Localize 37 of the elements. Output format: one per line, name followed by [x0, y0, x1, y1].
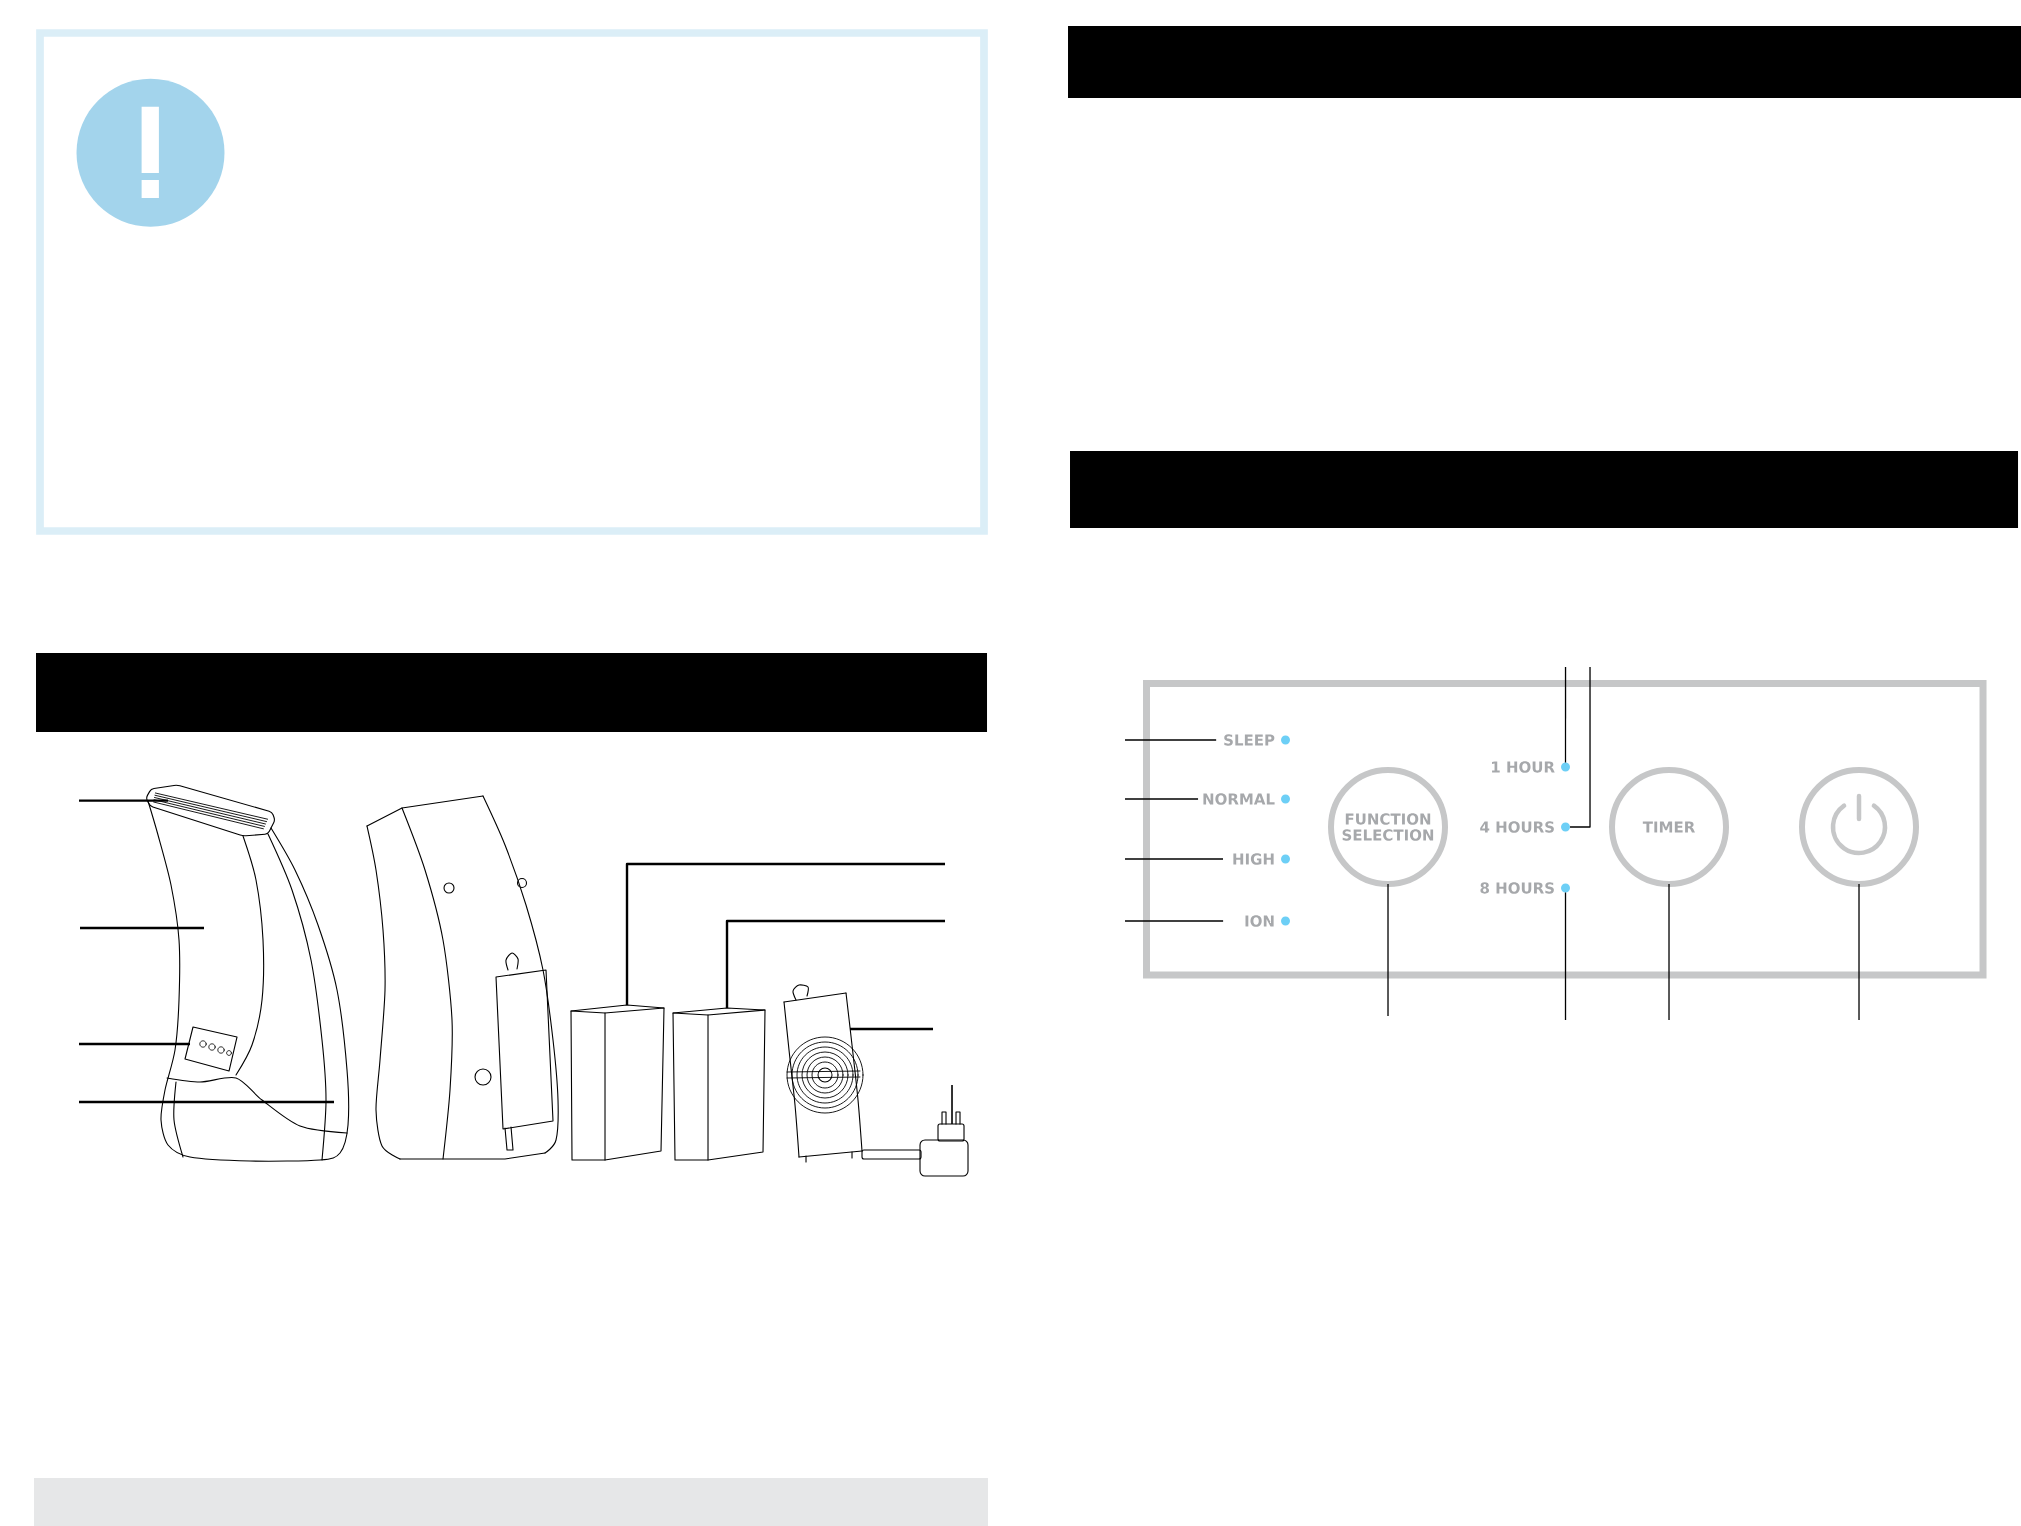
heading-bar — [1070, 451, 2018, 528]
function-button: FUNCTION SELECTION — [1328, 767, 1448, 887]
indicator-label: SLEEP — [1224, 734, 1275, 746]
timer-button: TIMER — [1609, 767, 1729, 887]
power-adapter-drawing — [861, 1111, 969, 1177]
leader-line — [951, 1084, 953, 1125]
filter-drawing — [570, 1004, 665, 1161]
leader-line — [850, 1027, 933, 1031]
fan-grille-drawing — [783, 984, 864, 1163]
leader-line — [1564, 891, 1567, 1021]
indicator-label: ION — [1245, 915, 1274, 927]
leader-line — [725, 919, 945, 1008]
leader-line — [79, 1042, 190, 1046]
leader-line — [1668, 883, 1670, 1021]
control-panel — [1143, 680, 1987, 979]
shaded-band — [34, 1478, 988, 1526]
heading-bar — [1068, 26, 2021, 98]
indicator-label: NORMAL — [1203, 793, 1275, 805]
indicator-label: HIGH — [1233, 853, 1274, 865]
filter-drawing — [672, 1007, 766, 1161]
indicator-label: 1 HOUR — [1492, 761, 1555, 773]
leader-line — [1387, 883, 1389, 1017]
leader-line — [1569, 666, 1591, 828]
leader-line — [1124, 739, 1217, 741]
indicator-label: 8 HOURS — [1480, 882, 1554, 894]
leader-line — [79, 799, 168, 802]
leader-line — [1124, 920, 1224, 922]
air-purifier-drawing — [146, 784, 350, 1162]
heading-bar — [36, 653, 987, 732]
leader-line — [1564, 666, 1567, 764]
leader-line — [80, 926, 204, 930]
indicator-label: 4 HOURS — [1480, 821, 1554, 833]
leader-line — [1124, 798, 1199, 800]
leader-line — [1858, 883, 1860, 1021]
leader-line — [1124, 858, 1224, 860]
leader-line — [79, 1100, 334, 1104]
leader-line — [625, 862, 945, 1005]
